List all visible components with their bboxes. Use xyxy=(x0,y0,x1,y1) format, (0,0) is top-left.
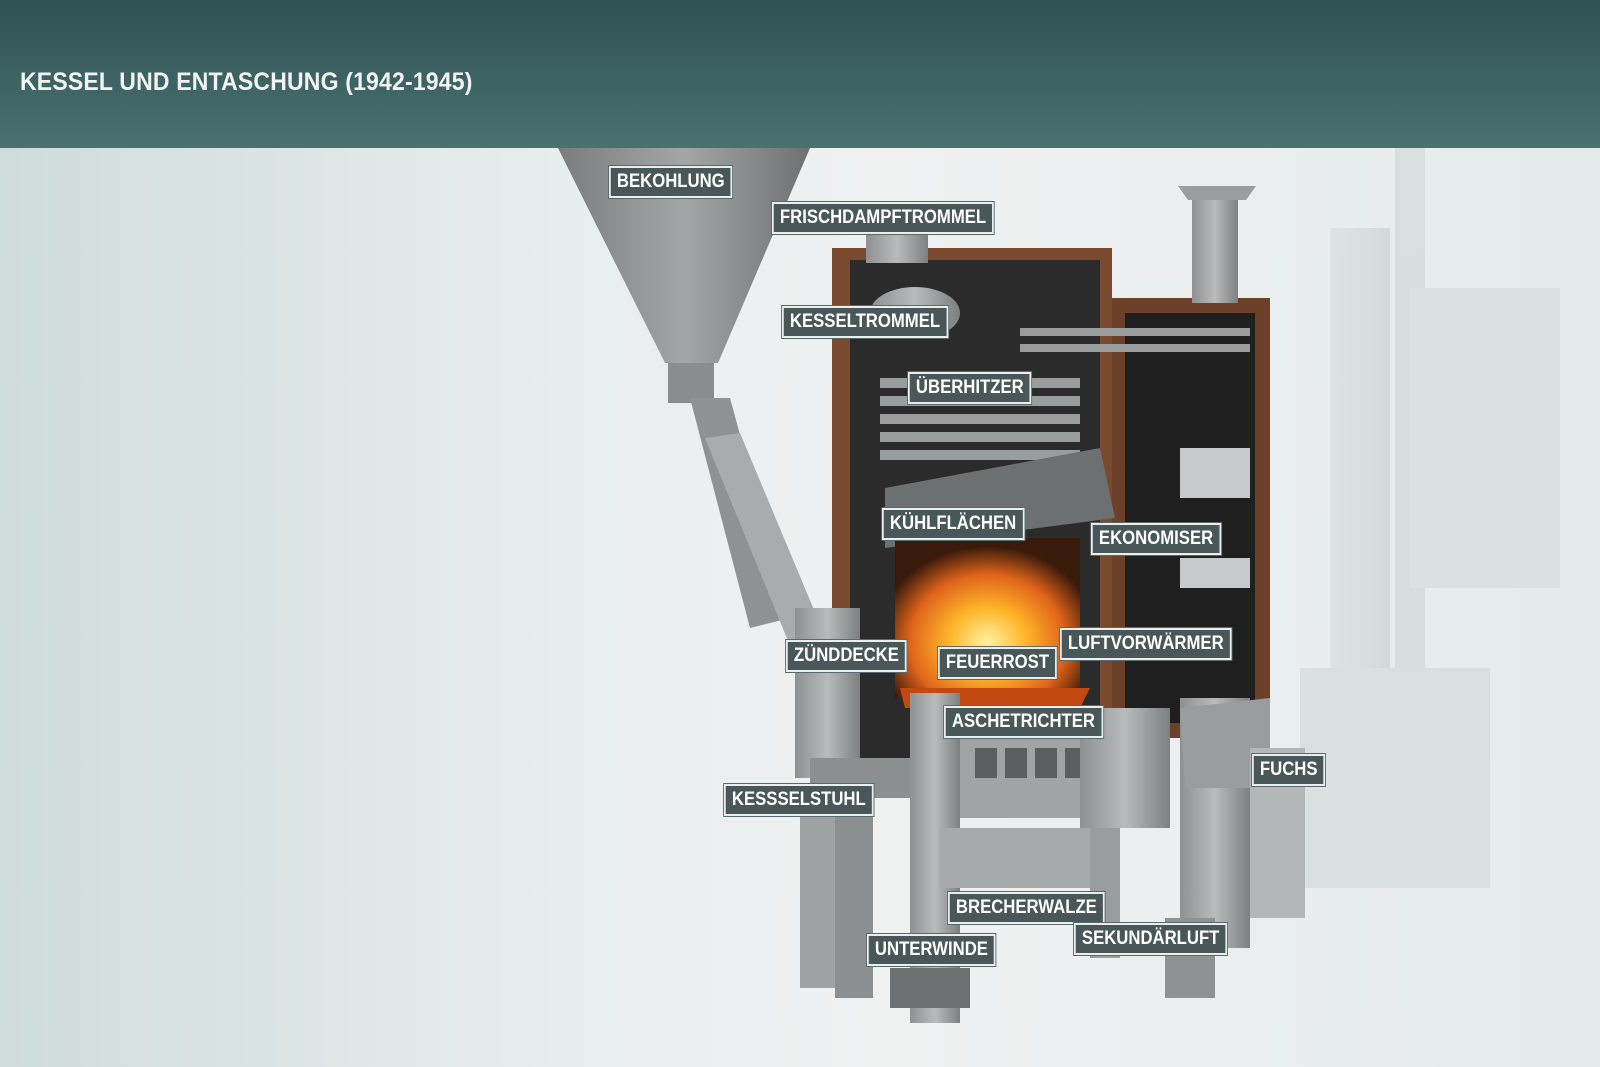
label-ueberhitzer: ÜBERHITZER xyxy=(908,372,1032,404)
diagram-stage: BEKOHLUNG FRISCHDAMPFTROMMEL KESSELTROMM… xyxy=(0,148,1600,1067)
label-kessselstuhl: KESSSELSTUHL xyxy=(724,784,874,816)
label-brecherwalze: BRECHERWALZE xyxy=(948,892,1105,924)
label-unterwinde: UNTERWINDE xyxy=(867,934,996,966)
label-feuerrost: FEUERROST xyxy=(938,647,1057,679)
coal-hopper xyxy=(558,148,830,658)
label-aschetrichter: ASCHETRICHTER xyxy=(944,706,1103,738)
label-kesseltrommel: KESSELTROMMEL xyxy=(782,306,949,338)
label-bekohlung: BEKOHLUNG xyxy=(609,166,733,198)
background-boiler-ghost xyxy=(1300,148,1560,888)
boiler-illustration xyxy=(558,148,1560,1023)
label-zuenddecke: ZÜNDDECKE xyxy=(786,640,907,672)
boiler-casing xyxy=(832,186,1270,778)
label-ekonomiser: EKONOMISER xyxy=(1091,523,1222,555)
label-frischdampftrommel: FRISCHDAMPFTROMMEL xyxy=(772,202,995,234)
label-fuchs: FUCHS xyxy=(1252,754,1326,786)
label-kuehlflaechen: KÜHLFLÄCHEN xyxy=(882,508,1025,540)
page-title: KESSEL UND ENTASCHUNG (1942-1945) xyxy=(20,68,473,96)
label-luftvorwaermer: LUFTVORWÄRMER xyxy=(1060,628,1232,660)
label-sekundaerluft: SEKUNDÄRLUFT xyxy=(1074,923,1228,955)
header-bar: KESSEL UND ENTASCHUNG (1942-1945) xyxy=(0,0,1600,158)
